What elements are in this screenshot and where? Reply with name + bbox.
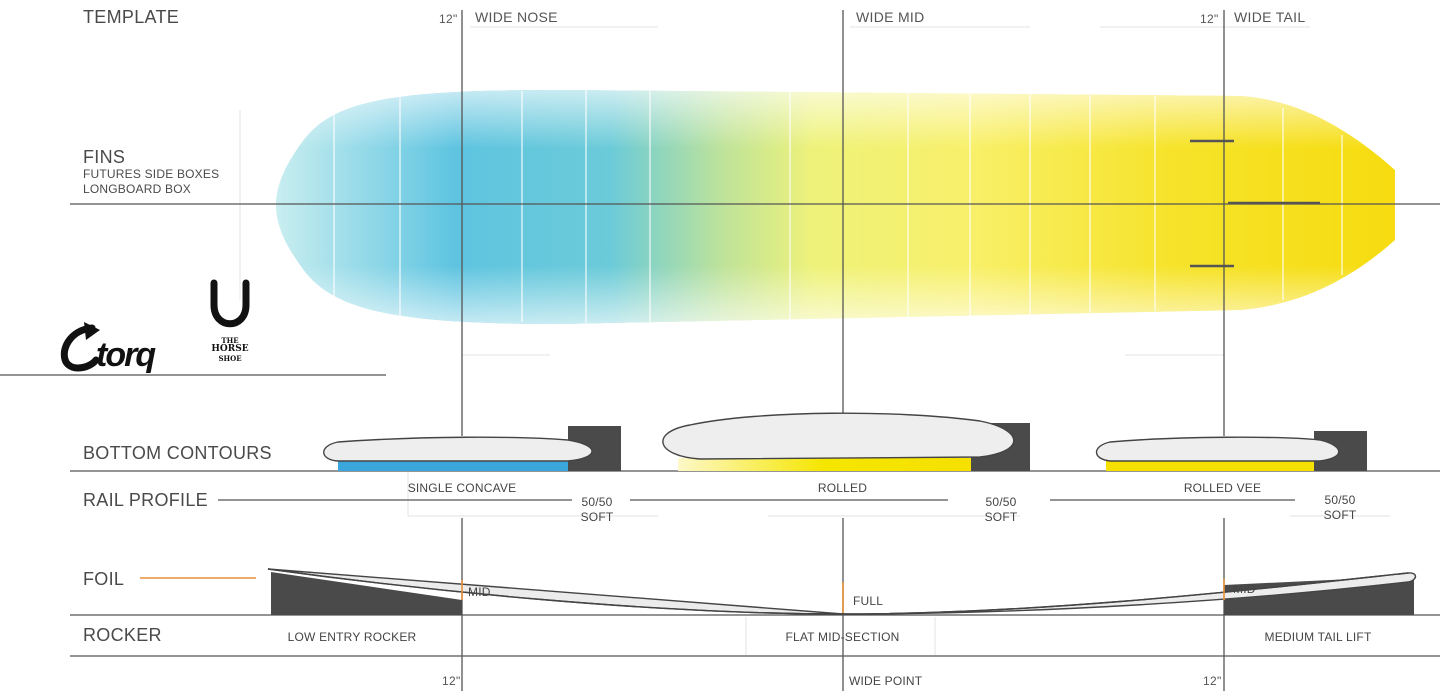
foil-rocker [140, 568, 1417, 615]
horseshoe-text-shoe: SHOE [218, 354, 242, 363]
bottom-contour-mid [662, 412, 1030, 471]
bottom-contour-nose [323, 426, 621, 471]
horseshoe-icon [210, 279, 250, 328]
section-rocker: ROCKER [83, 625, 162, 645]
contour-mid-label: ROLLED [817, 481, 868, 495]
rail-nose-label: 50/50 SOFT [572, 495, 622, 525]
horseshoe-text-the: THE [221, 336, 239, 345]
horseshoe-logo [210, 279, 250, 328]
rail-tail-label: 50/50 SOFT [1315, 493, 1365, 523]
rocker-nose-label: LOW ENTRY ROCKER [287, 630, 417, 644]
torq-logo: torq [60, 322, 158, 374]
board-highlight [276, 90, 1395, 324]
rocker-mid-label: FLAT MID-SECTION [785, 630, 900, 644]
foil-mid-label: FULL [853, 594, 884, 608]
fin-boxes [1190, 139, 1320, 268]
horseshoe-logo-text: THE HORSE SHOE [205, 336, 255, 363]
section-template: TEMPLATE [83, 7, 180, 27]
guide-lines [239, 26, 1390, 655]
fins-side-boxes: FUTURES SIDE BOXES [83, 167, 220, 181]
rail-mid-softness: SOFT [984, 510, 1018, 524]
foil-tail-label: MID [1233, 582, 1256, 596]
footer-wide-point: WIDE POINT [849, 674, 923, 688]
contour-tail-label: ROLLED VEE [1183, 481, 1262, 495]
rail-mid-shape: 50/50 [985, 495, 1017, 509]
section-foil: FOIL [83, 569, 125, 589]
column-wide-mid: WIDE MID [856, 9, 925, 25]
rocker-tail-label: MEDIUM TAIL LIFT [1264, 630, 1372, 644]
contour-nose-label: SINGLE CONCAVE [407, 481, 517, 495]
board-template [276, 90, 1395, 324]
footer-tail-measure: 12" [1203, 674, 1222, 688]
section-bottom-contours: BOTTOM CONTOURS [83, 443, 272, 463]
column-wide-nose: WIDE NOSE [475, 9, 558, 25]
torq-logo-text: torq [96, 336, 156, 374]
section-rail-profile: RAIL PROFILE [83, 490, 208, 510]
rail-nose-softness: SOFT [580, 510, 614, 524]
section-fins: FINS [83, 147, 126, 167]
nose-measure: 12" [439, 12, 458, 26]
foil-nose-label: MID [468, 585, 491, 599]
horseshoe-text-horse: HORSE [211, 344, 249, 354]
rail-tail-softness: SOFT [1323, 508, 1357, 522]
rail-tail-shape: 50/50 [1324, 493, 1356, 507]
column-wide-tail: WIDE TAIL [1234, 9, 1306, 25]
footer-nose-measure: 12" [442, 674, 461, 688]
board-stringer-marks [333, 90, 1343, 323]
bottom-contour-tail [1095, 431, 1367, 471]
tail-measure: 12" [1200, 12, 1219, 26]
rail-mid-label: 50/50 SOFT [976, 495, 1026, 525]
fins-longboard-box: LONGBOARD BOX [83, 182, 191, 196]
rail-nose-shape: 50/50 [581, 495, 613, 509]
